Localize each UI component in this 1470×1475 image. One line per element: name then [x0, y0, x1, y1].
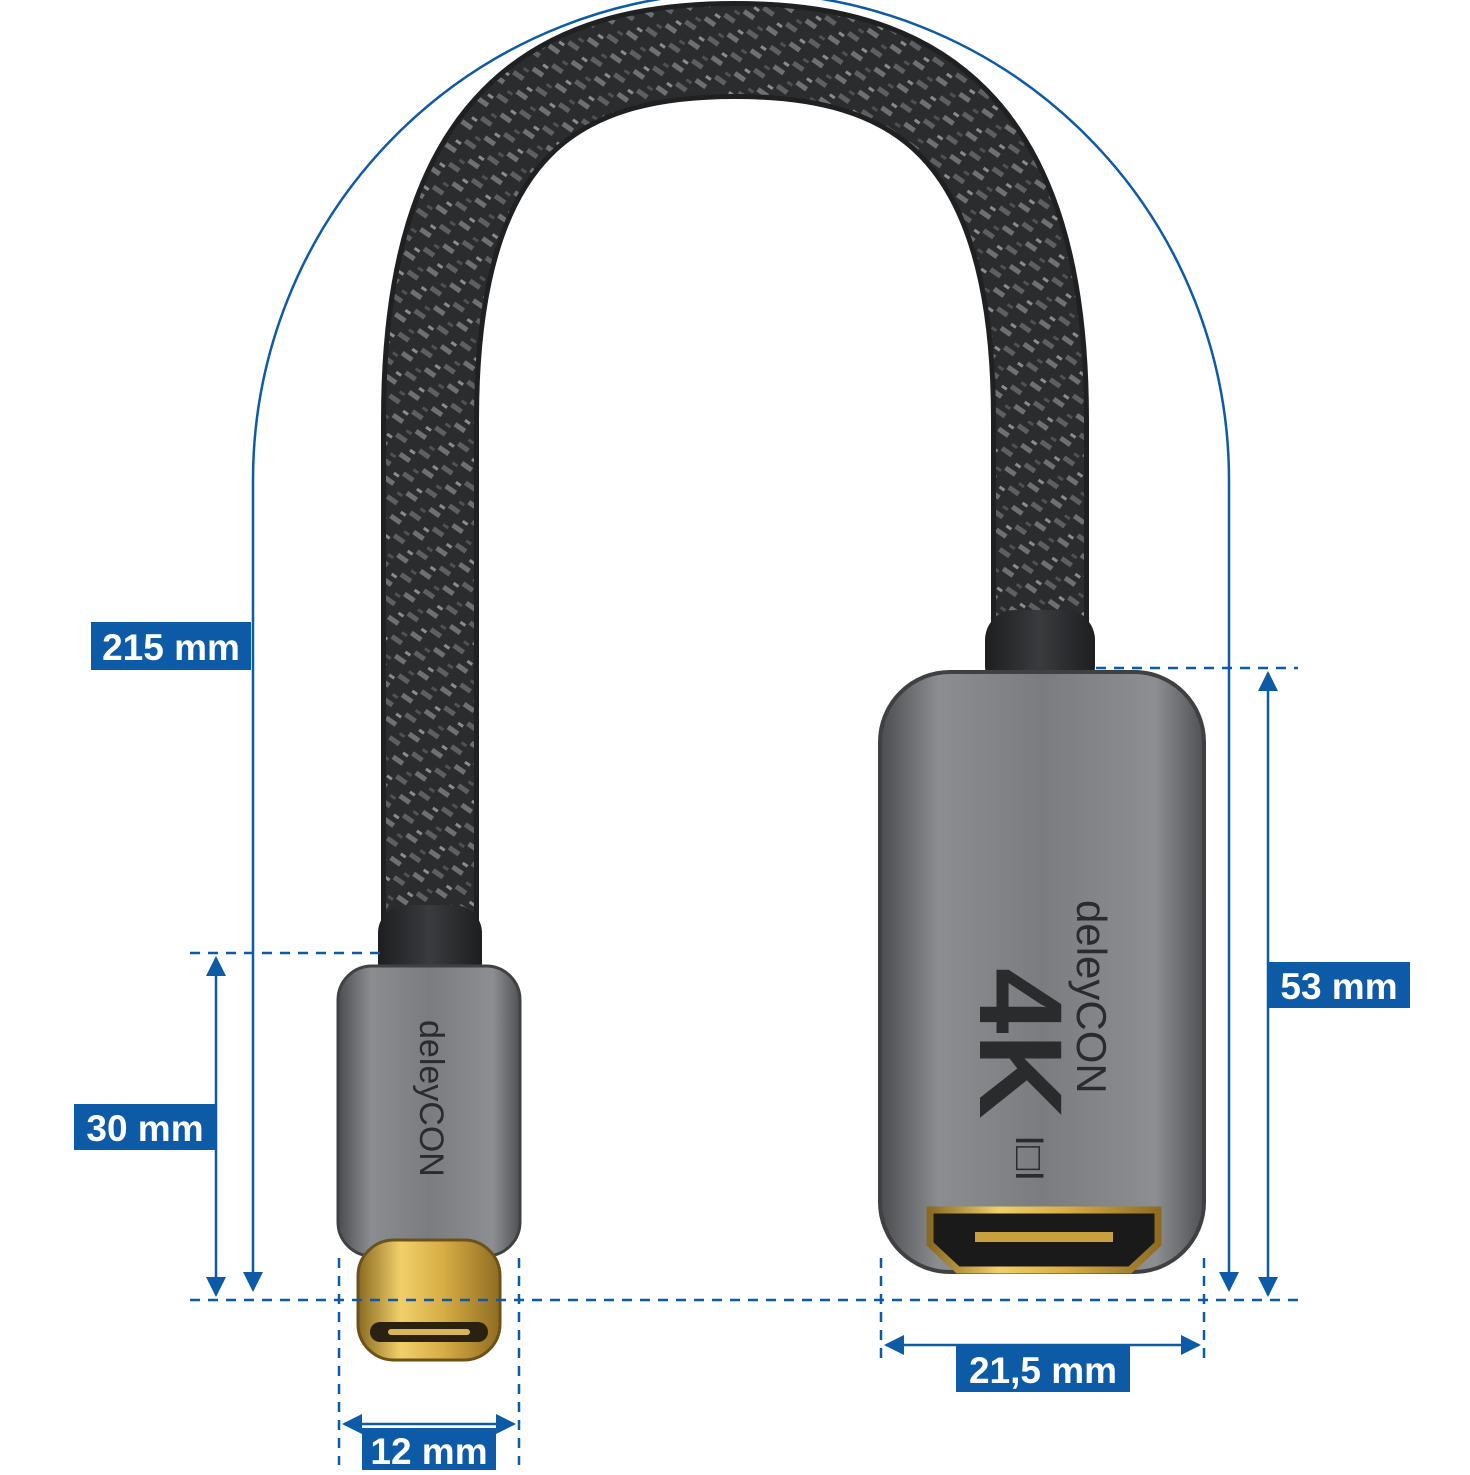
usb-c-contacts	[388, 1329, 470, 1335]
svg-text:12 mm: 12 mm	[370, 1431, 487, 1470]
total-length-arch	[243, 0, 1239, 1292]
svg-text:30 mm: 30 mm	[86, 1108, 203, 1149]
resolution-badge-text: 4K	[954, 968, 1086, 1119]
label-total-length: 215 mm	[91, 622, 251, 670]
hdmi-brand-text: deleyCON	[1068, 900, 1115, 1094]
braided-cable-texture	[386, 5, 1084, 930]
label-hdmi-length: 53 mm	[1268, 962, 1410, 1008]
label-usb-c-length: 30 mm	[74, 1104, 216, 1150]
hdmi-logo-glyph: I□I	[1007, 1135, 1051, 1181]
dashed-reference-lines	[190, 666, 1298, 1465]
label-hdmi-width: 21,5 mm	[956, 1346, 1130, 1392]
usb-c-brand-text: deleyCON	[412, 1020, 450, 1177]
svg-text:215 mm: 215 mm	[102, 627, 240, 668]
hdmi-pins	[975, 1232, 1113, 1242]
svg-text:21,5 mm: 21,5 mm	[969, 1350, 1117, 1391]
label-usb-c-width: 12 mm	[362, 1428, 496, 1472]
svg-text:53 mm: 53 mm	[1280, 966, 1397, 1007]
